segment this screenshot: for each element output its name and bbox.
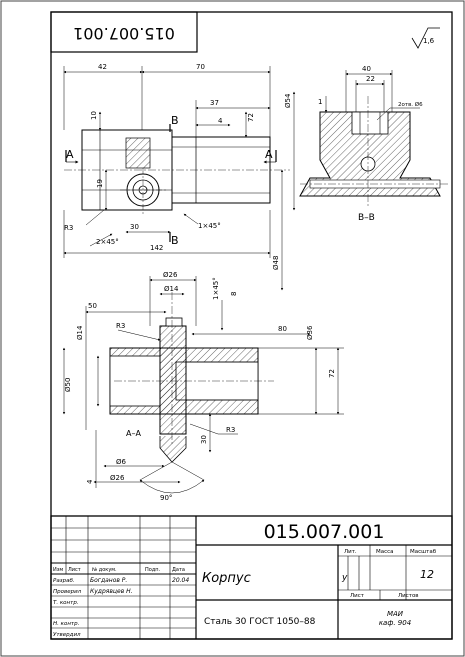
section-aa-dimension-lines [62,276,344,453]
dim-r3-front: R3 [64,224,73,232]
section-b-top: B [171,114,179,127]
dim-4: 4 [218,117,223,125]
dim-1: 1 [318,98,322,106]
dim-30: 30 [130,223,139,231]
role-nkontr: Н. контр. [53,621,80,627]
section-aa-texts: Ø26 Ø14 1×45° 8 50 Ø14 R3 80 Ø36 72 Ø50 … [64,271,336,444]
dim-d48: Ø48 [272,256,280,270]
front-dimension-texts: 42 70 37 4 72 Ø54 10 19 R3 2×45° 1×45° 3… [64,63,292,270]
section-a-left: A [66,148,74,161]
dim-42: 42 [98,63,107,71]
dim-10: 10 [90,111,98,120]
top-stamp-number: 015.007.001 [73,24,175,43]
dim-d6: Ø6 [116,458,127,466]
dim-r3-aa-top: R3 [116,322,125,330]
title-col-scale: Масштаб [410,549,437,555]
dim-80: 80 [278,325,287,333]
title-col-sheet: Лист [350,593,365,599]
dim-8: 8 [230,292,238,296]
front-view [64,129,290,215]
hdr-doc: № докум. [92,567,117,573]
name-razrab: Богданов Р. [90,577,127,584]
top-stamp: 015.007.001 [50,11,198,53]
roughness-sign: 1,6 [411,27,440,49]
role-utv: Утвердил [53,632,81,638]
dim-22: 22 [366,75,375,83]
title-org-line1: МАИ [387,610,404,618]
hdr-izm: Изм [53,567,63,573]
dim-19: 19 [96,179,104,188]
dim-72: 72 [247,113,255,122]
role-prov: Проверил [53,589,82,595]
dim-70: 70 [196,63,205,71]
dim-142: 142 [150,244,163,252]
dim-30-aa: 30 [200,435,208,444]
roughness-value: 1,6 [423,37,435,45]
title-litera: у [341,573,348,583]
title-org-line2: каф. 904 [379,619,411,627]
section-a-right: A [265,148,273,161]
section-bb-label: В–В [358,213,375,223]
dim-r3-aa-bottom: R3 [226,426,235,434]
dim-chamfer-1x45-aa: 1×45° [212,277,220,300]
section-aa-label: А–А [126,429,141,438]
front-dimension-lines [63,66,296,291]
angle-detail-texts: Ø6 Ø26 4 90° [86,458,172,502]
title-scale-value: 12 [420,568,434,581]
date-razrab: 20.04 [172,577,189,584]
dim-40-width: 40 [362,65,371,73]
dim-37: 37 [210,99,219,107]
dim-50: 50 [88,302,97,310]
hdr-list: Лист [68,567,81,573]
dim-4-bottom: 4 [86,479,94,484]
dim-d54: Ø54 [284,93,292,108]
section-aa-view [109,292,274,446]
section-bb-dimension-lines [324,70,420,121]
section-b-bottom: B [171,234,179,247]
title-block [50,515,453,640]
dim-72-aa: 72 [328,369,336,378]
dim-holes: 2отв. Ø6 [398,101,423,108]
role-razrab: Разраб. [53,578,75,584]
name-prov: Кудрявцев Н. [90,588,133,595]
dim-d36: Ø36 [306,325,314,340]
angle-detail [93,430,205,494]
title-block-texts: 015.007.001 Корпус Сталь 30 ГОСТ 1050–88… [53,521,437,638]
dim-d26: Ø26 [163,271,178,279]
hdr-date: Дата [172,567,185,573]
dim-chamfer-1x45: 1×45° [198,222,221,230]
front-cut-markers [65,124,277,242]
hdr-sign: Подп. [145,567,161,573]
section-bb-texts: 40 22 1 2отв. Ø6 В–В [318,65,423,223]
title-col-mass: Масса [376,549,394,555]
dim-d50: Ø50 [64,378,72,392]
title-doc-number: 015.007.001 [264,521,385,543]
dim-chamfer-2x45: 2×45° [96,238,119,246]
dim-angle-90: 90° [160,494,172,502]
dim-d14: Ø14 [164,285,179,293]
dim-d14-side: Ø14 [76,325,84,340]
title-material: Сталь 30 ГОСТ 1050–88 [204,617,316,627]
section-bb-view [299,96,448,206]
title-col-sheets: Листов [398,593,419,599]
dim-d26-bottom: Ø26 [110,474,125,482]
role-tkontr: Т. контр. [53,600,79,606]
title-col-lit: Лит. [344,549,357,555]
title-part-name: Корпус [202,571,251,586]
